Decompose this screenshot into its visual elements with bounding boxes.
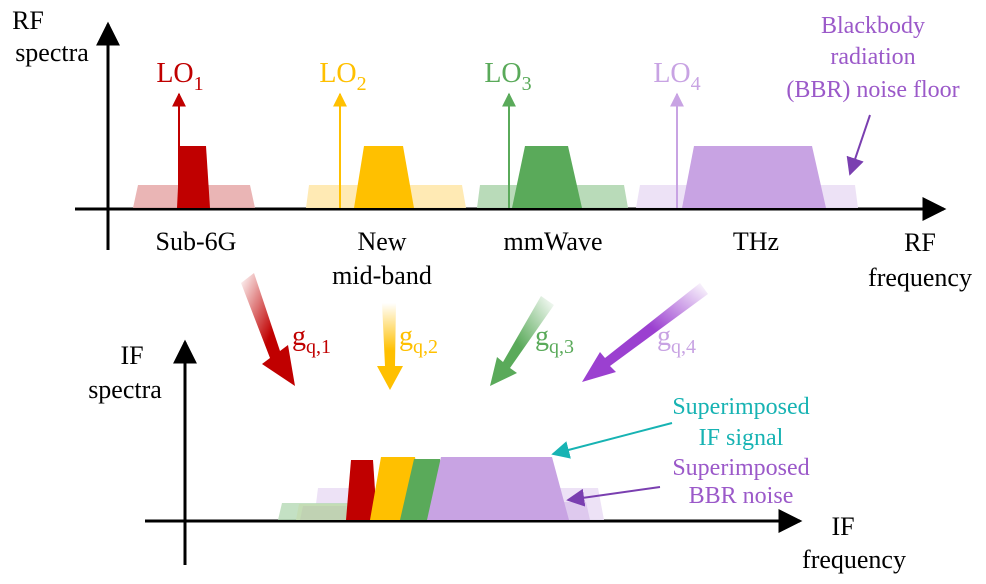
- rf-x-label-line1: RF: [904, 228, 936, 257]
- bbr-pointer-arrow: [846, 114, 871, 176]
- rf-axes: [75, 21, 947, 250]
- band-name-midband-line2: mid-band: [332, 261, 432, 290]
- bbr-label-line3: (BBR) noise floor: [786, 77, 959, 103]
- band-name-sub6g: Sub-6G: [156, 227, 237, 256]
- lo1-label: LO1: [156, 58, 203, 95]
- rf-signal-4: [682, 146, 826, 208]
- bbr-noise-pointer-arrow: [566, 486, 661, 507]
- gain-arrow-1: [241, 273, 295, 386]
- if-y-label-line2: spectra: [88, 375, 162, 404]
- gain-label-1: gq,1: [292, 321, 331, 358]
- lo2-label: LO2: [319, 58, 366, 95]
- bbr-noise-label-line1: Superimposed: [672, 455, 809, 481]
- gain-label-2: gq,2: [399, 321, 438, 358]
- rf-band-thz: [636, 92, 858, 208]
- bbr-noise-label-line2: BBR noise: [689, 483, 794, 509]
- lo4-label: LO4: [653, 58, 700, 95]
- rf-y-label-line1: RF: [12, 6, 44, 35]
- if-spectra: [278, 457, 604, 520]
- gain-label-3: gq,3: [535, 321, 574, 358]
- if-x-label-line1: IF: [831, 512, 854, 541]
- if-signal-label-line2: IF signal: [699, 425, 784, 451]
- rf-y-label-line2: spectra: [15, 38, 89, 67]
- rf-signal-1: [177, 146, 210, 208]
- if-x-label-line2: frequency: [802, 545, 906, 574]
- rf-x-label-line2: frequency: [868, 263, 972, 292]
- if-y-label-line1: IF: [120, 341, 143, 370]
- bbr-label-line2: radiation: [830, 44, 915, 70]
- rf-band-sub6g: [133, 92, 255, 208]
- rf-band-mmwave: [477, 92, 628, 208]
- if-signal-pointer-arrow: [551, 422, 673, 459]
- band-name-mmwave: mmWave: [504, 227, 603, 256]
- if-signal-1: [346, 460, 377, 520]
- band-name-midband-line1: New: [357, 227, 406, 256]
- rf-band-midband: [306, 92, 466, 208]
- if-signal-label-line1: Superimposed: [672, 394, 809, 420]
- gain-arrow-3: [490, 296, 554, 386]
- band-name-thz: THz: [733, 227, 779, 256]
- bbr-label-line1: Blackbody: [821, 13, 925, 39]
- gain-arrow-2: [377, 303, 403, 390]
- rf-signal-3: [512, 146, 582, 208]
- gain-label-4: gq,4: [657, 321, 696, 358]
- if-axes: [145, 339, 803, 565]
- rf-signal-2: [354, 146, 414, 208]
- lo3-label: LO3: [484, 58, 531, 95]
- if-signal-4: [427, 457, 569, 520]
- conversion-arrows: [241, 273, 708, 390]
- gain-arrow-4: [582, 283, 708, 382]
